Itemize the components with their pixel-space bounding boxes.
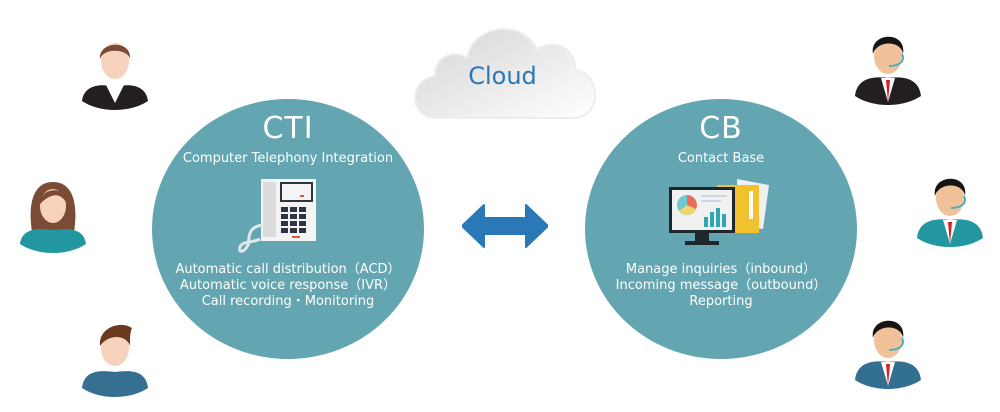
cloud-icon: [414, 27, 596, 119]
man-casual-icon: [82, 324, 148, 397]
customer-avatar: [18, 176, 88, 256]
cti-features: Automatic call distribution（ACD） Automat…: [152, 262, 424, 310]
monitor-report-icon: [669, 179, 769, 245]
customer-avatar: [80, 318, 150, 398]
desk-phone-icon: [238, 179, 316, 253]
woman-icon: [20, 182, 86, 253]
operator-headset-icon: [855, 36, 921, 105]
operator-avatar: [915, 168, 985, 248]
double-arrow-icon: [461, 203, 549, 249]
cti-title: CTI: [262, 111, 314, 146]
cb-feature: Incoming message（outbound）: [615, 278, 827, 293]
cti-feature: Call recording・Monitoring: [201, 294, 375, 309]
operator-headset-icon: [917, 178, 983, 247]
cti-circle: CTI Computer Telephony Integration Autom…: [152, 99, 424, 359]
operator-headset-icon: [855, 320, 921, 389]
cb-feature: Reporting: [689, 294, 753, 309]
operator-avatar: [853, 26, 923, 106]
man-vest-icon: [82, 43, 148, 110]
cb-subtitle: Contact Base: [677, 151, 765, 166]
cti-feature: Automatic call distribution（ACD）: [175, 262, 401, 277]
cloud: Cloud: [405, 18, 600, 120]
cb-feature: Manage inquiries（inbound）: [625, 262, 817, 277]
customer-avatar: [80, 33, 150, 113]
cti-subtitle: Computer Telephony Integration: [182, 151, 394, 166]
cb-title: CB: [699, 111, 743, 146]
cb-circle: CB Contact Base Manage inquiries（inbound…: [585, 99, 857, 359]
cloud-label: Cloud: [468, 62, 537, 90]
cti-feature: Automatic voice response（IVR）: [179, 278, 397, 293]
cb-features: Manage inquiries（inbound） Incoming messa…: [585, 262, 857, 310]
operator-avatar: [853, 310, 923, 390]
